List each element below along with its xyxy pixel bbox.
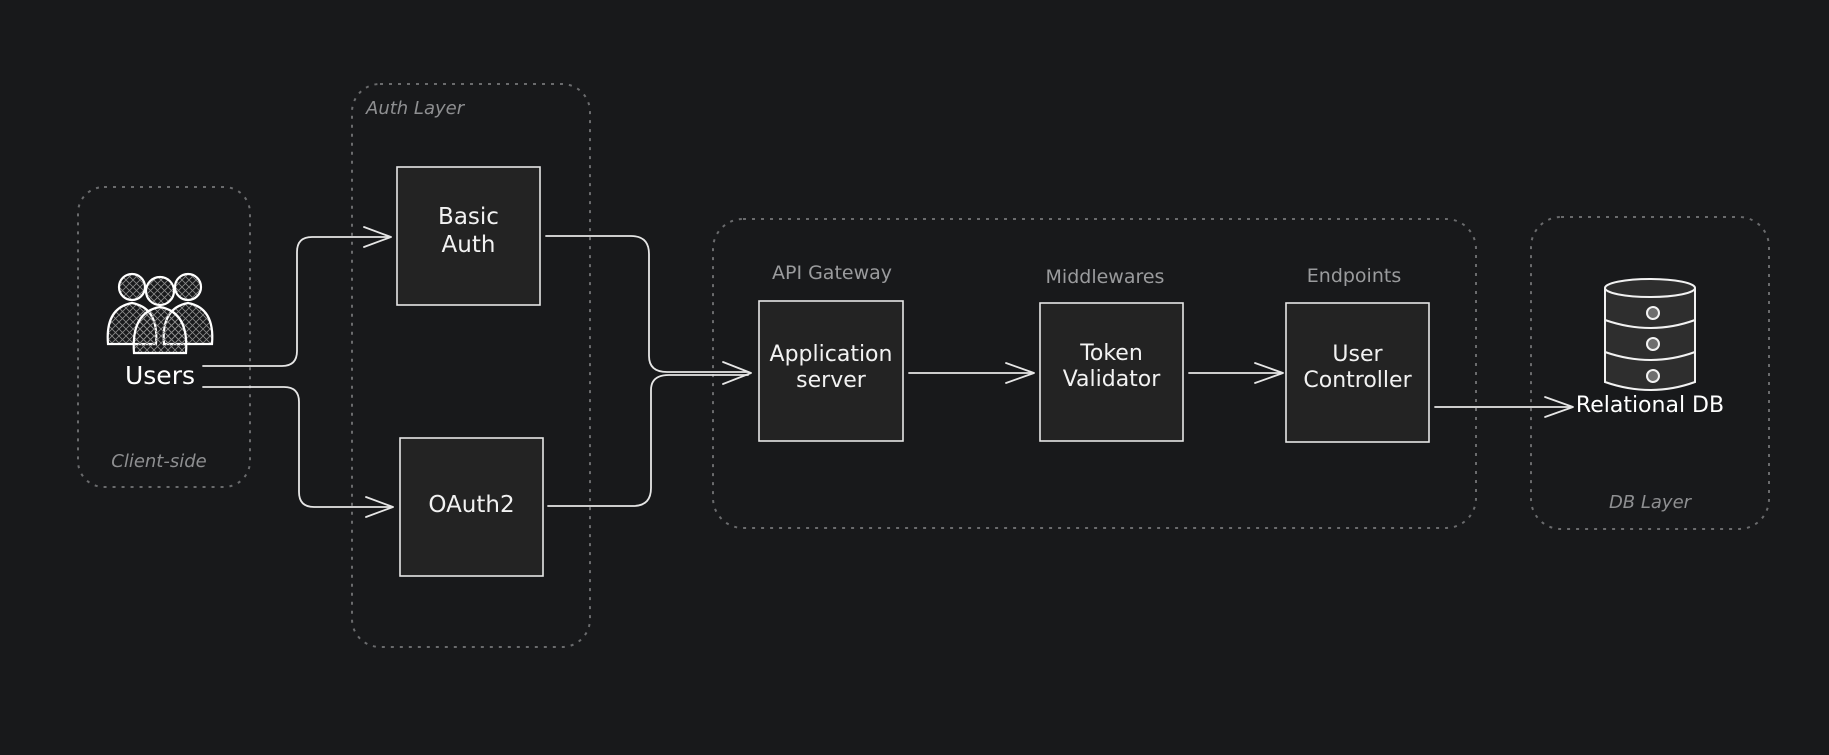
edge-to-app-server-arrowhead xyxy=(722,361,752,385)
endpoints-label: Endpoints xyxy=(1306,265,1402,287)
token-validator-label-line1: Token xyxy=(1080,341,1143,366)
token-validator-label: Token Validator xyxy=(1030,341,1193,394)
oauth2-box xyxy=(399,437,544,577)
user-controller-label-line2: Controller xyxy=(1303,368,1412,394)
token-validator-box xyxy=(1039,302,1184,442)
app-server-box xyxy=(758,300,904,442)
edge-token-validator-user-controller-arrowhead xyxy=(1254,362,1284,384)
edge-users-basic-auth xyxy=(202,236,389,367)
auth-layer-group xyxy=(351,83,591,648)
edge-users-oauth2-arrowhead xyxy=(365,496,394,518)
oauth2-label: OAuth2 xyxy=(428,492,515,518)
edge-app-server-token-validator-arrowhead xyxy=(1005,362,1035,384)
middlewares-label: Middlewares xyxy=(1045,266,1165,288)
basic-auth-label-line2: Auth xyxy=(441,231,496,258)
user-controller-label: User Controller xyxy=(1276,342,1439,395)
edge-user-controller-db-arrowhead xyxy=(1544,396,1574,418)
user-controller-box xyxy=(1285,302,1430,443)
edge-users-oauth2 xyxy=(202,386,391,508)
app-server-label-line1: Application xyxy=(769,342,893,367)
db-layer-group-label: DB Layer xyxy=(1608,492,1692,513)
relational-db-label: Relational DB xyxy=(1575,393,1725,418)
users-label: Users xyxy=(124,361,195,390)
db-layer-group xyxy=(1530,216,1770,530)
auth-layer-group-label: Auth Layer xyxy=(366,98,465,119)
token-validator-label-line2: Validator xyxy=(1062,367,1161,393)
api-group xyxy=(712,218,1477,529)
app-server-label: Application server xyxy=(749,342,913,395)
api-gateway-label: API Gateway xyxy=(771,262,893,284)
basic-auth-label-line1: Basic xyxy=(438,204,499,230)
user-controller-label-line1: User xyxy=(1332,342,1383,367)
basic-auth-label: Basic Auth xyxy=(397,204,540,259)
client-side-group-label: Client-side xyxy=(111,451,207,472)
database-icon xyxy=(1604,278,1696,391)
basic-auth-box xyxy=(396,166,541,306)
edge-basic-auth-app-server xyxy=(545,235,749,373)
edge-users-basic-auth-arrowhead xyxy=(363,226,392,248)
edge-oauth2-app-server xyxy=(547,374,749,507)
users-icon xyxy=(106,272,214,355)
app-server-label-line2: server xyxy=(796,368,866,394)
